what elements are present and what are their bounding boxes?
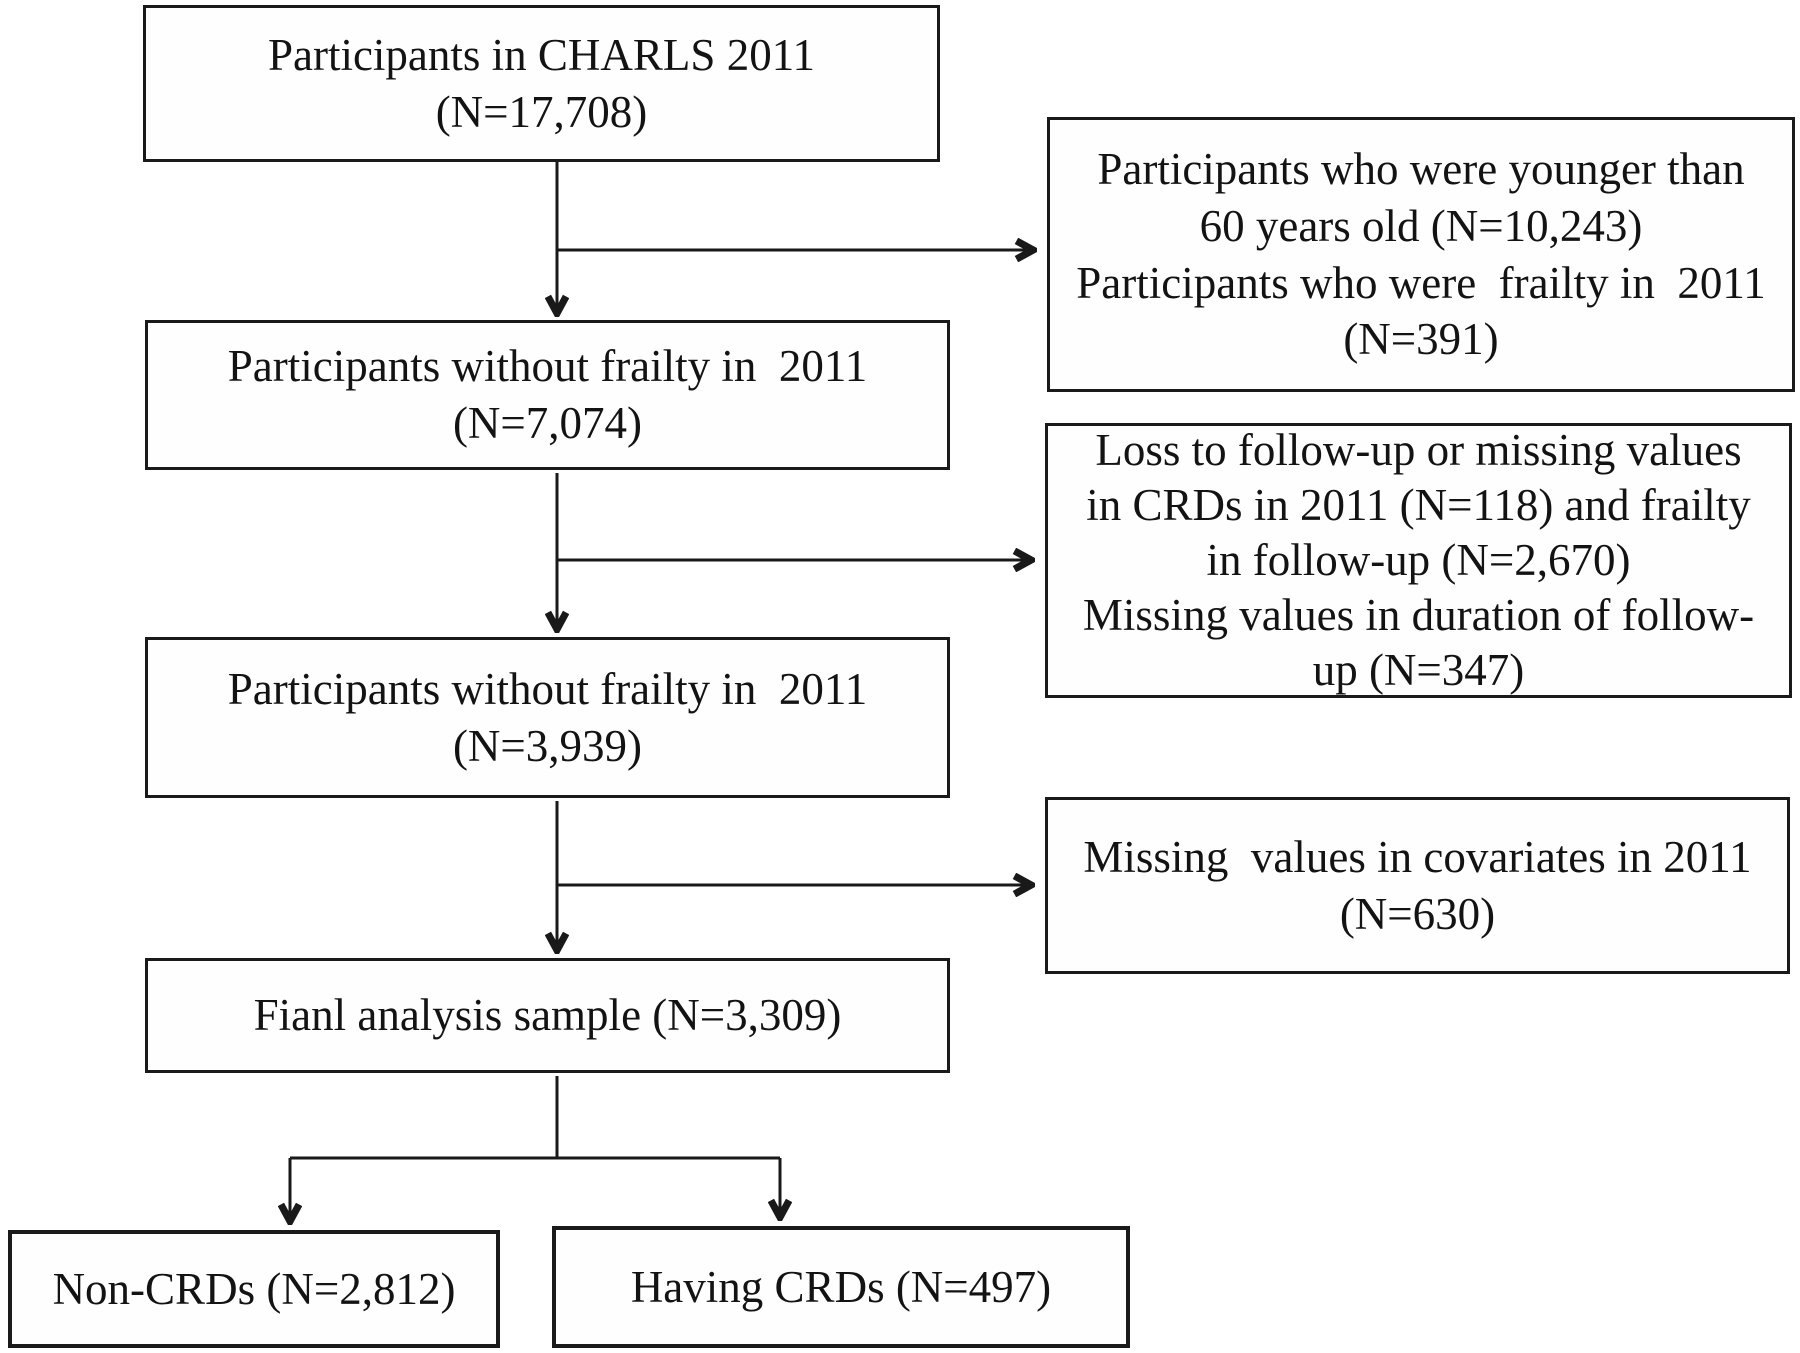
box-text-line: (N=391) xyxy=(1343,314,1499,365)
box-final-analysis-sample: Fianl analysis sample (N=3,309) xyxy=(145,958,950,1073)
box-text-line: Participants without frailty in 2011 xyxy=(227,663,868,714)
box-text-line: (N=3,939) xyxy=(452,720,643,771)
box-text-line: in follow-up (N=2,670) xyxy=(1206,535,1631,586)
box-excluded-followup-missing: Loss to follow-up or missing values in C… xyxy=(1045,423,1792,698)
box-text-line: Having CRDs (N=497) xyxy=(630,1261,1052,1312)
box-without-frailty-7074: Participants without frailty in 2011 (N=… xyxy=(145,320,950,470)
box-text-line: Missing values in duration of follow- xyxy=(1082,589,1755,640)
box-text-line: Fianl analysis sample (N=3,309) xyxy=(253,990,842,1041)
box-text-line: in CRDs in 2011 (N=118) and frailty xyxy=(1086,480,1751,531)
box-text-line: Participants in CHARLS 2011 xyxy=(267,29,816,80)
box-participants-charls-2011: Participants in CHARLS 2011 (N=17,708) xyxy=(143,5,940,162)
box-text-line: Participants who were frailty in 2011 xyxy=(1076,257,1766,308)
box-non-crds: Non-CRDs (N=2,812) xyxy=(8,1230,500,1348)
box-without-frailty-3939: Participants without frailty in 2011 (N=… xyxy=(145,637,950,798)
box-text-line: up (N=347) xyxy=(1312,644,1525,695)
box-text-line: Missing values in covariates in 2011 xyxy=(1083,831,1752,882)
box-text-line: Non-CRDs (N=2,812) xyxy=(52,1263,456,1314)
box-text-line: Loss to follow-up or missing values xyxy=(1095,425,1742,476)
box-text-line: (N=7,074) xyxy=(452,398,643,448)
box-excluded-younger-or-frailty: Participants who were younger than 60 ye… xyxy=(1047,117,1795,392)
box-text-line: Participants without frailty in 2011 xyxy=(227,341,868,392)
box-excluded-missing-covariates: Missing values in covariates in 2011 (N=… xyxy=(1045,797,1790,974)
box-text-line: 60 years old (N=10,243) xyxy=(1199,200,1643,251)
box-text-line: (N=17,708) xyxy=(435,86,648,137)
box-having-crds: Having CRDs (N=497) xyxy=(552,1226,1130,1348)
box-text-line: (N=630) xyxy=(1339,888,1496,939)
box-text-line: Participants who were younger than xyxy=(1097,144,1745,195)
